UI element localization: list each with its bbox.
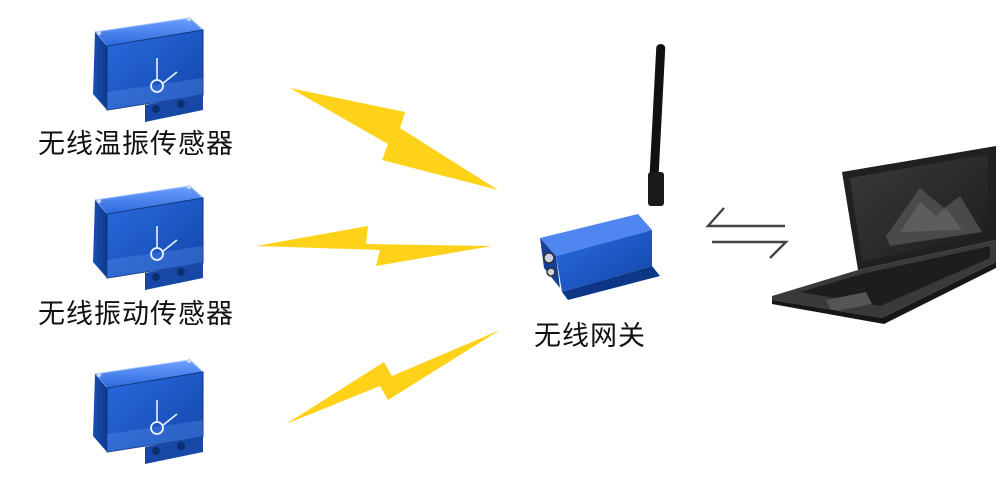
sensor-1-device [92, 15, 204, 123]
wireless-gateway-antenna-icon [540, 44, 666, 300]
lightning-bolt-icon [290, 88, 498, 190]
lightning-bolt-icon [286, 330, 500, 424]
laptop-icon [772, 146, 996, 324]
gateway-label: 无线网关 [534, 321, 646, 352]
lightning-bolt-icon [256, 226, 492, 266]
bidirectional-arrows-icon [705, 207, 789, 259]
sensor-3-device [92, 357, 204, 465]
sensor-2-device [92, 183, 204, 291]
sensor-2-label: 无线振动传感器 [38, 299, 234, 330]
sensor-1-label: 无线温振传感器 [38, 129, 234, 160]
